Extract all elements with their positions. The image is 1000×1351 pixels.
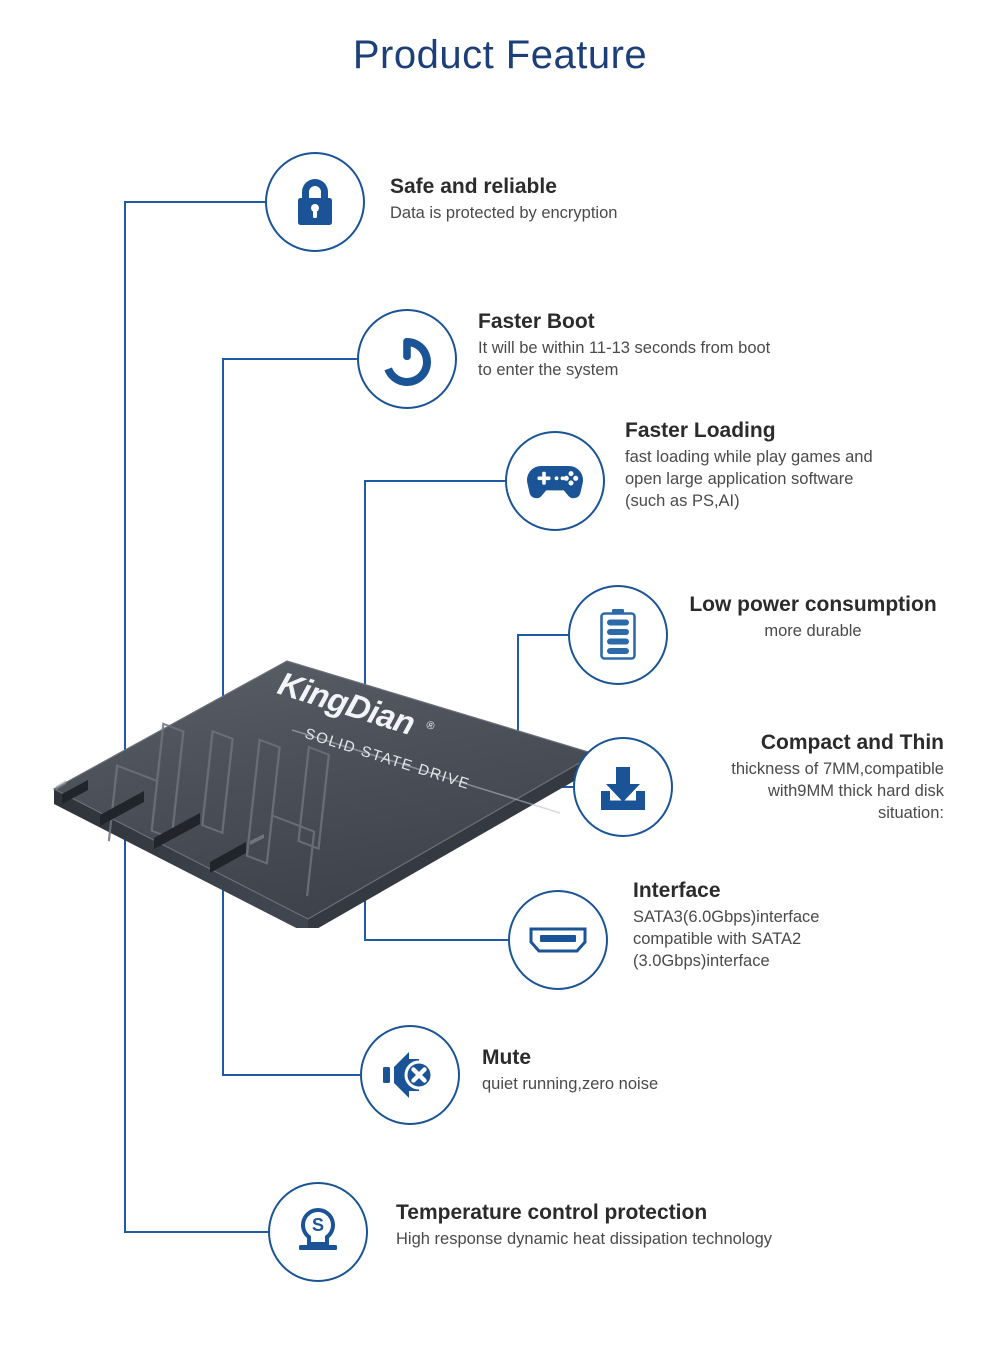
feature-description-line: SATA3(6.0Gbps)interface bbox=[633, 907, 820, 926]
feature-title: Safe and reliable bbox=[390, 175, 557, 198]
feature-title: Compact and Thin bbox=[760, 731, 944, 754]
feature-icon-interface[interactable] bbox=[508, 890, 608, 990]
lock-icon bbox=[298, 179, 332, 225]
feature-description-line: thickness of 7MM,compatible bbox=[731, 759, 944, 778]
feature-title: Mute bbox=[482, 1046, 531, 1069]
feature-text-safe-and-reliable: Safe and reliable Data is protected by e… bbox=[390, 174, 720, 224]
power-icon bbox=[383, 338, 431, 386]
svg-text:S: S bbox=[312, 1215, 324, 1235]
feature-description: High response dynamic heat dissipation t… bbox=[396, 1228, 916, 1250]
feature-text-compact-and-thin: Compact and Thin thickness of 7MM,compat… bbox=[594, 730, 944, 825]
feature-text-temperature-control-protection: Temperature control protection High resp… bbox=[396, 1200, 916, 1250]
port-icon bbox=[529, 927, 587, 953]
feature-title: Faster Loading bbox=[625, 419, 776, 442]
feature-description-line: (3.0Gbps)interface bbox=[633, 952, 770, 971]
feature-title: Faster Boot bbox=[478, 310, 595, 333]
mute-speaker-icon bbox=[383, 1052, 434, 1098]
page-title: Product Feature bbox=[352, 33, 648, 77]
feature-title: Low power consumption bbox=[689, 593, 937, 616]
feature-text-mute: Mute quiet running,zero noise bbox=[482, 1045, 782, 1095]
feature-description: thickness of 7MM,compatible with9MM thic… bbox=[594, 758, 944, 825]
download-icon bbox=[601, 767, 645, 810]
feature-title: Temperature control protection bbox=[396, 1201, 708, 1224]
feature-icon-faster-boot[interactable] bbox=[357, 309, 457, 409]
feature-description-line: quiet running,zero noise bbox=[482, 1074, 659, 1093]
feature-icon-faster-loading[interactable] bbox=[505, 431, 605, 531]
feature-description: more durable bbox=[688, 620, 938, 642]
gamepad-icon bbox=[526, 466, 584, 499]
feature-description: fast loading while play games and open l… bbox=[625, 446, 975, 513]
feature-text-low-power-consumption: Low power consumption more durable bbox=[688, 592, 938, 642]
feature-description: It will be within 11-13 seconds from boo… bbox=[478, 337, 878, 382]
feature-description-line: compatible with SATA2 bbox=[633, 930, 802, 949]
feature-description-line: more durable bbox=[764, 621, 862, 640]
feature-description: Data is protected by encryption bbox=[390, 202, 720, 224]
ssd-brand-registered-mark: ® bbox=[425, 719, 436, 733]
feature-description-line: fast loading while play games and bbox=[625, 447, 873, 466]
feature-icon-low-power-consumption[interactable] bbox=[568, 585, 668, 685]
feature-icon-safe-and-reliable[interactable] bbox=[265, 152, 365, 252]
feature-description-line: It will be within 11-13 seconds from boo… bbox=[478, 338, 771, 357]
feature-text-faster-boot: Faster Boot It will be within 11-13 seco… bbox=[478, 309, 878, 381]
feature-description-line: (such as PS,AI) bbox=[625, 492, 740, 511]
feature-icon-mute[interactable] bbox=[360, 1025, 460, 1125]
feature-icon-temperature-control-protection[interactable]: S bbox=[268, 1182, 368, 1282]
feature-description-line: open large application software bbox=[625, 470, 854, 489]
feature-title: Interface bbox=[633, 879, 721, 902]
feature-description-line: situation: bbox=[877, 804, 944, 823]
feature-description: SATA3(6.0Gbps)interface compatible with … bbox=[633, 906, 953, 973]
thermal-sensor-icon: S bbox=[299, 1207, 337, 1250]
feature-text-interface: Interface SATA3(6.0Gbps)interface compat… bbox=[633, 878, 953, 973]
feature-description-line: High response dynamic heat dissipation t… bbox=[396, 1229, 773, 1248]
feature-description-line: to enter the system bbox=[478, 361, 619, 380]
feature-icon-compact-and-thin[interactable] bbox=[573, 737, 673, 837]
feature-description-line: Data is protected by encryption bbox=[390, 203, 618, 222]
feature-description: quiet running,zero noise bbox=[482, 1073, 782, 1095]
feature-text-faster-loading: Faster Loading fast loading while play g… bbox=[625, 418, 975, 513]
battery-icon bbox=[600, 609, 636, 660]
ssd-product-image: KingDian ® SOLID STATE DRIVE bbox=[40, 598, 600, 934]
feature-description-line: with9MM thick hard disk bbox=[767, 782, 944, 801]
